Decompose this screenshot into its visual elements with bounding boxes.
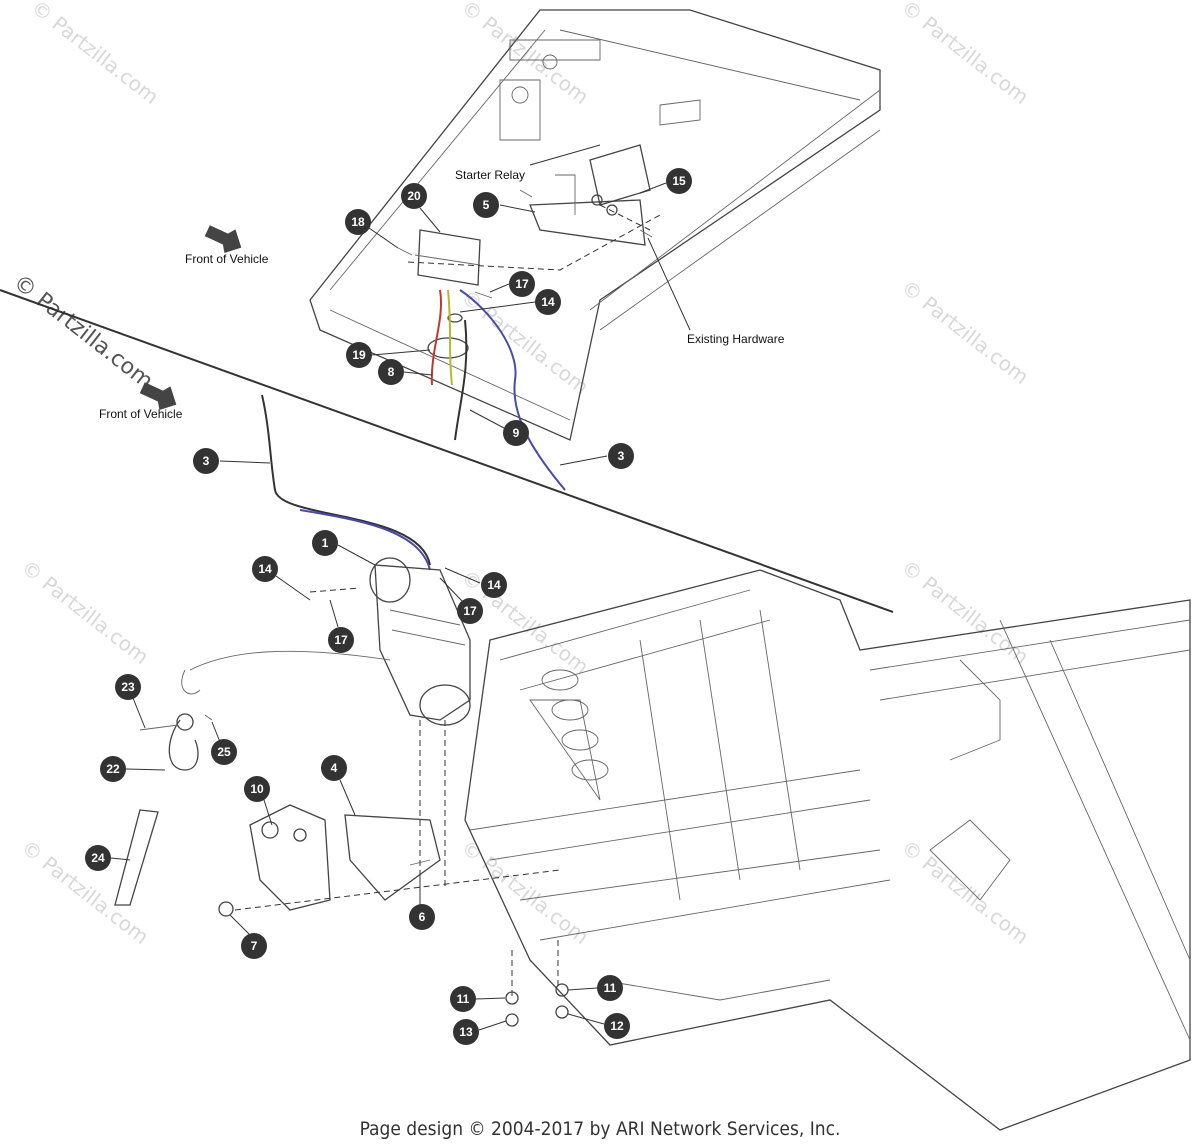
svg-text:17: 17 [463,604,477,618]
starter-relay-label: Starter Relay [455,168,525,182]
wiring [261,289,566,571]
svg-text:25: 25 [217,745,231,759]
svg-text:8: 8 [388,365,395,379]
callout-25: 25 [211,721,237,765]
callout-17-left: 17 [328,599,354,653]
watermark: © Partzilla.com [27,0,163,109]
svg-text:14: 14 [258,562,272,576]
svg-text:11: 11 [457,992,470,1006]
callout-3-right: 3 [559,443,634,469]
callout-18: 18 [345,209,399,249]
callout-9: 9 [469,409,529,446]
svg-text:5: 5 [483,198,490,212]
callouts: 1 3 3 4 5 6 7 8 9 10 11 11 12 13 14 14 1… [85,168,692,1045]
svg-text:3: 3 [618,449,625,463]
svg-text:19: 19 [352,348,366,362]
svg-text:6: 6 [419,910,426,924]
svg-text:22: 22 [106,762,120,776]
svg-text:18: 18 [351,215,365,229]
callout-14-left: 14 [252,556,311,601]
upper-frame-drawing [309,9,881,441]
callout-6: 6 [409,870,435,930]
svg-text:10: 10 [250,782,264,796]
svg-text:20: 20 [407,189,421,203]
front-arrow-left [139,382,177,410]
callout-19: 19 [346,342,431,368]
callout-13: 13 [453,1019,507,1045]
svg-text:14: 14 [541,295,555,309]
watermarks: © Partzilla.com © Partzilla.com © Partzi… [8,0,1033,949]
callout-14-right: 14 [444,567,507,598]
watermark: © Partzilla.com [457,835,593,949]
callout-8: 8 [378,359,433,385]
callout-24: 24 [85,845,131,871]
watermark: © Partzilla.com [897,835,1033,949]
winch-drawing [114,557,561,1000]
watermark: © Partzilla.com [457,285,593,399]
callout-14-top: 14 [459,289,561,315]
section-divider [0,289,894,613]
svg-text:7: 7 [251,939,258,953]
callout-11-right: 11 [567,975,623,1001]
lower-frame-drawing [464,569,1191,1131]
callout-12: 12 [567,1013,630,1039]
callout-22: 22 [100,756,166,782]
svg-text:13: 13 [459,1025,473,1039]
watermark: © Partzilla.com [897,275,1033,389]
svg-text:14: 14 [487,578,501,592]
callout-11-left: 11 [450,986,506,1012]
svg-text:24: 24 [91,851,105,865]
svg-text:1: 1 [322,536,329,550]
svg-text:17: 17 [334,633,348,647]
svg-text:17: 17 [515,277,529,291]
callout-10: 10 [244,776,273,826]
callout-4: 4 [321,755,356,816]
watermark: © Partzilla.com [897,555,1033,669]
front-of-vehicle-label-top: Front of Vehicle [185,252,269,266]
callout-15: 15 [639,168,692,194]
watermark-dark: © Partzilla.com [8,270,157,394]
callout-7: 7 [229,914,267,959]
callout-17-top: 17 [489,271,535,297]
watermark: © Partzilla.com [17,555,153,669]
callout-5: 5 [473,192,536,218]
svg-text:9: 9 [513,426,520,440]
callout-17-right: 17 [439,577,483,624]
watermark: © Partzilla.com [897,0,1033,109]
callout-23: 23 [115,674,146,729]
front-of-vehicle-label-left: Front of Vehicle [99,407,183,421]
svg-text:12: 12 [610,1019,624,1033]
svg-text:15: 15 [672,174,686,188]
copyright-footer: Page design © 2004-2017 by ARI Network S… [360,1118,841,1140]
callout-1: 1 [312,530,376,566]
svg-text:3: 3 [203,454,210,468]
svg-text:23: 23 [121,680,135,694]
callout-20: 20 [401,183,441,233]
watermark: © Partzilla.com [17,835,153,949]
callout-3-left: 3 [193,448,271,474]
front-arrow-top [204,225,242,253]
text-labels: Starter Relay Front of Vehicle Front of … [99,144,785,421]
existing-hardware-label: Existing Hardware [687,332,785,346]
svg-text:11: 11 [604,981,617,995]
svg-text:4: 4 [331,761,338,775]
